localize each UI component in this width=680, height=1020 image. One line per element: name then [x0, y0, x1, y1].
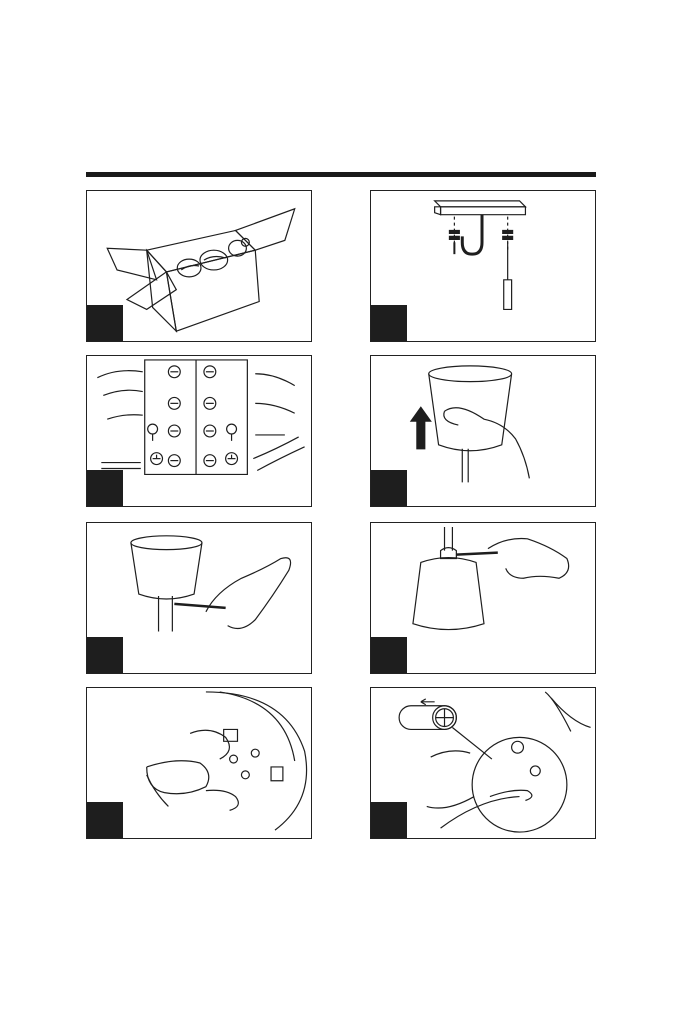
- step-marker: [87, 305, 123, 341]
- step-marker: [371, 305, 407, 341]
- step-panel-3: [86, 355, 312, 507]
- header-rule: [86, 172, 596, 177]
- step-panel-1: [86, 190, 312, 342]
- step-marker: [87, 470, 123, 506]
- step-panel-6: [370, 522, 596, 674]
- step-marker: [371, 802, 407, 838]
- step-marker: [371, 637, 407, 673]
- step-panel-4: [370, 355, 596, 507]
- step-marker: [87, 637, 123, 673]
- step-panel-8: [370, 687, 596, 839]
- step-panel-2: [370, 190, 596, 342]
- step-marker: [371, 470, 407, 506]
- step-panel-7: [86, 687, 312, 839]
- step-panel-5: [86, 522, 312, 674]
- step-marker: [87, 802, 123, 838]
